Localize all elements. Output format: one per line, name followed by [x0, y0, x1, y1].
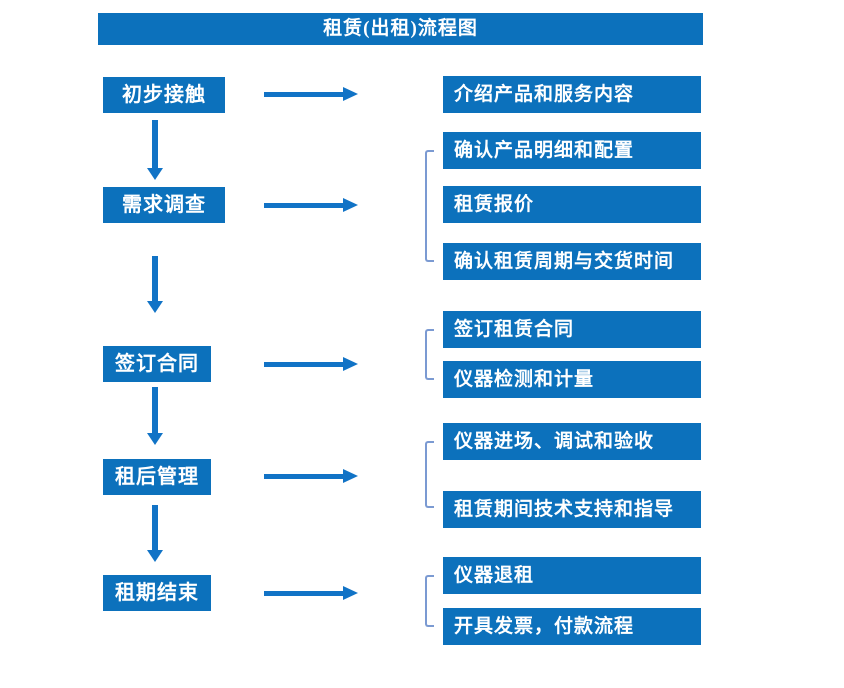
bracket-demand-survey-group: [425, 150, 434, 262]
bracket-sign-contract-group: [425, 329, 434, 380]
detail-box-invoice-payment: 开具发票，付款流程: [443, 608, 701, 645]
right-arrow-rental-end: [264, 586, 358, 600]
detail-box-instrument-testing: 仪器检测和计量: [443, 361, 701, 398]
right-arrow-initial-contact: [264, 87, 358, 101]
detail-box-introduce-products: 介绍产品和服务内容: [443, 76, 701, 113]
step-box-rental-end: 租期结束: [103, 575, 211, 611]
bracket-rental-end-group: [425, 575, 434, 627]
step-box-sign-contract: 签订合同: [103, 346, 211, 382]
detail-box-sign-rental-contract: 签订租赁合同: [443, 311, 701, 348]
detail-box-technical-support: 租赁期间技术支持和指导: [443, 491, 701, 528]
down-arrow-step4-step5: [147, 505, 163, 562]
right-arrow-sign-contract: [264, 357, 358, 371]
detail-box-instrument-return: 仪器退租: [443, 557, 701, 594]
down-arrow-step3-step4: [147, 387, 163, 445]
bracket-post-rental-group: [425, 441, 434, 508]
down-arrow-step2-step3: [147, 256, 163, 313]
detail-box-confirm-product-details: 确认产品明细和配置: [443, 132, 701, 169]
down-arrow-step1-step2: [147, 120, 163, 180]
step-box-demand-survey: 需求调查: [103, 187, 225, 223]
detail-box-rental-quotation: 租赁报价: [443, 186, 701, 223]
flowchart-title: 租赁(出租)流程图: [98, 13, 703, 45]
detail-box-confirm-rental-period: 确认租赁周期与交货时间: [443, 243, 701, 280]
step-box-post-rental-management: 租后管理: [103, 459, 211, 495]
right-arrow-post-rental: [264, 469, 358, 483]
right-arrow-demand-survey: [264, 198, 358, 212]
step-box-initial-contact: 初步接触: [103, 77, 225, 113]
detail-box-instrument-entry: 仪器进场、调试和验收: [443, 423, 701, 460]
